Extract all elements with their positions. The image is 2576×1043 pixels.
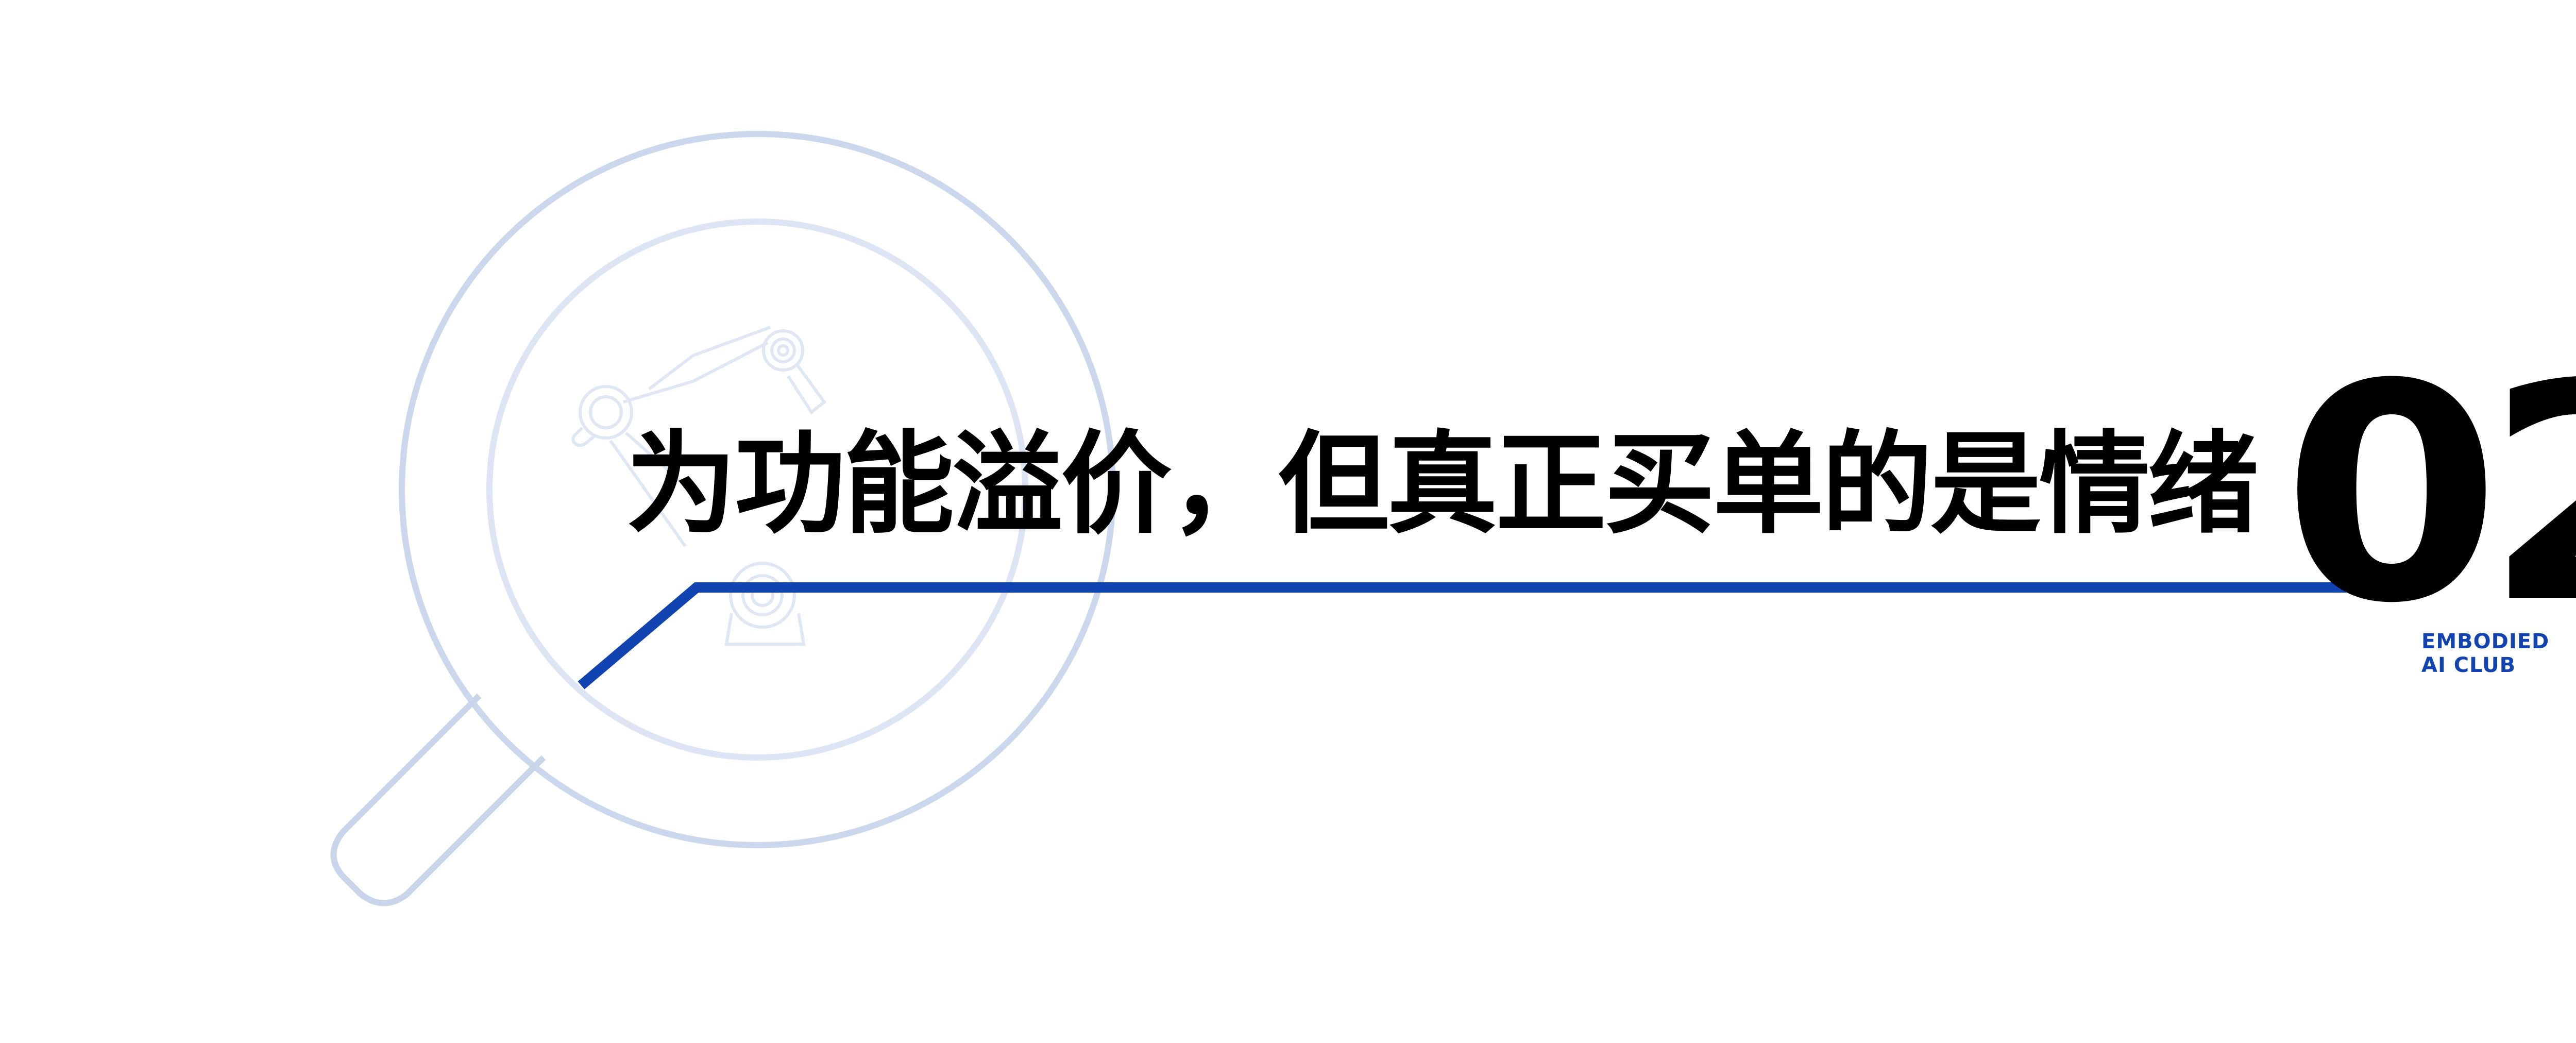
section-number: 02 — [2282, 321, 2576, 668]
brand-line-2: AI CLUB — [2421, 653, 2516, 677]
brand-label: EMBODIED AI CLUB — [2421, 630, 2549, 677]
accent-line — [578, 582, 2349, 689]
magnifier-icon — [330, 131, 1116, 906]
brand-line-1: EMBODIED — [2421, 630, 2550, 653]
robot-arm-icon — [571, 326, 827, 646]
slide-title: 为功能溢价，但真正买单的是情绪 — [626, 419, 2259, 549]
